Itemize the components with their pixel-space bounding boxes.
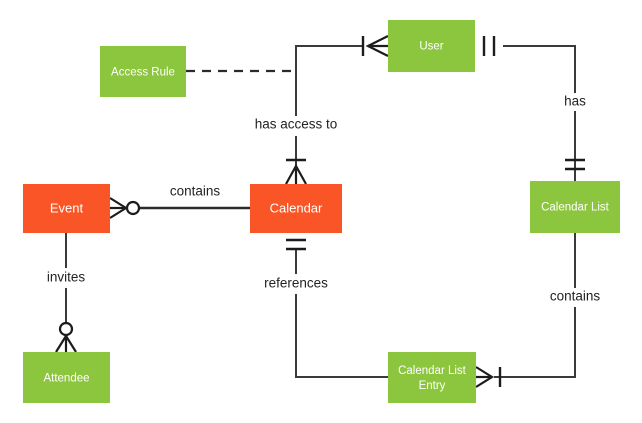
cardinality-event-right-zeromany <box>109 197 141 219</box>
entity-calendar-list-entry[interactable]: Calendar List Entry <box>388 352 476 403</box>
cardinality-attendee-top-zeromany <box>55 321 77 353</box>
cardinality-user-left-many <box>361 35 389 57</box>
relationship-label-has: has <box>564 94 586 109</box>
entity-attendee-box[interactable] <box>23 352 110 403</box>
zero-ring-icon <box>125 200 141 216</box>
connector-calendar-entry <box>295 248 388 378</box>
zero-ring-icon <box>58 321 74 337</box>
entity-calendar[interactable]: Calendar <box>250 184 342 233</box>
cardinality-calendar-bottom-one <box>286 238 306 251</box>
connector-calendarlist-entry <box>494 233 576 378</box>
entity-calendar-box[interactable] <box>250 184 342 233</box>
entity-access-rule-box[interactable] <box>100 46 186 97</box>
entity-attendee-label: Attendee <box>43 373 89 385</box>
connector-user-calendar-upper <box>295 45 362 116</box>
entity-user[interactable]: User <box>388 20 475 72</box>
entity-event-label: Event <box>50 200 84 215</box>
entity-attendee[interactable]: Attendee <box>23 352 110 403</box>
relationship-label-contains-event: contains <box>170 184 221 199</box>
relationship-label-references: references <box>264 276 328 291</box>
entity-access-rule[interactable]: Access Rule <box>100 46 186 97</box>
entity-calendar-list-label: Calendar List <box>541 202 610 214</box>
cardinality-entry-right-onemany <box>475 366 502 388</box>
cardinality-calendarlist-top-one <box>565 158 585 171</box>
entity-calendar-list-entry-box[interactable] <box>388 352 476 403</box>
relationship-label-invites: invites <box>47 270 86 285</box>
entity-calendar-list[interactable]: Calendar List <box>530 181 620 233</box>
entity-event[interactable]: Event <box>23 184 110 233</box>
relationship-label-contains-entry: contains <box>550 289 601 304</box>
entity-user-label: User <box>419 41 443 53</box>
entity-calendar-list-entry-label-line1: Calendar List <box>398 365 467 377</box>
entity-event-box[interactable] <box>23 184 110 233</box>
connector-user-calendarlist <box>503 45 576 181</box>
relationship-label-has-access-to: has access to <box>255 117 338 132</box>
entity-access-rule-label: Access Rule <box>111 67 175 79</box>
entity-calendar-list-entry-label-line2: Entry <box>419 380 446 392</box>
entity-calendar-label: Calendar <box>270 200 323 215</box>
cardinality-user-right-one <box>482 36 496 56</box>
connector-calendar-entry-lower <box>295 294 388 378</box>
entity-calendar-list-box[interactable] <box>530 181 620 233</box>
connector-user-calendar <box>295 45 362 176</box>
entity-user-box[interactable] <box>388 20 475 72</box>
connector-calendarlist-entry-lower <box>494 307 576 378</box>
cardinality-calendar-top-onemany <box>285 158 307 185</box>
connector-user-calendarlist-upper <box>503 45 576 93</box>
